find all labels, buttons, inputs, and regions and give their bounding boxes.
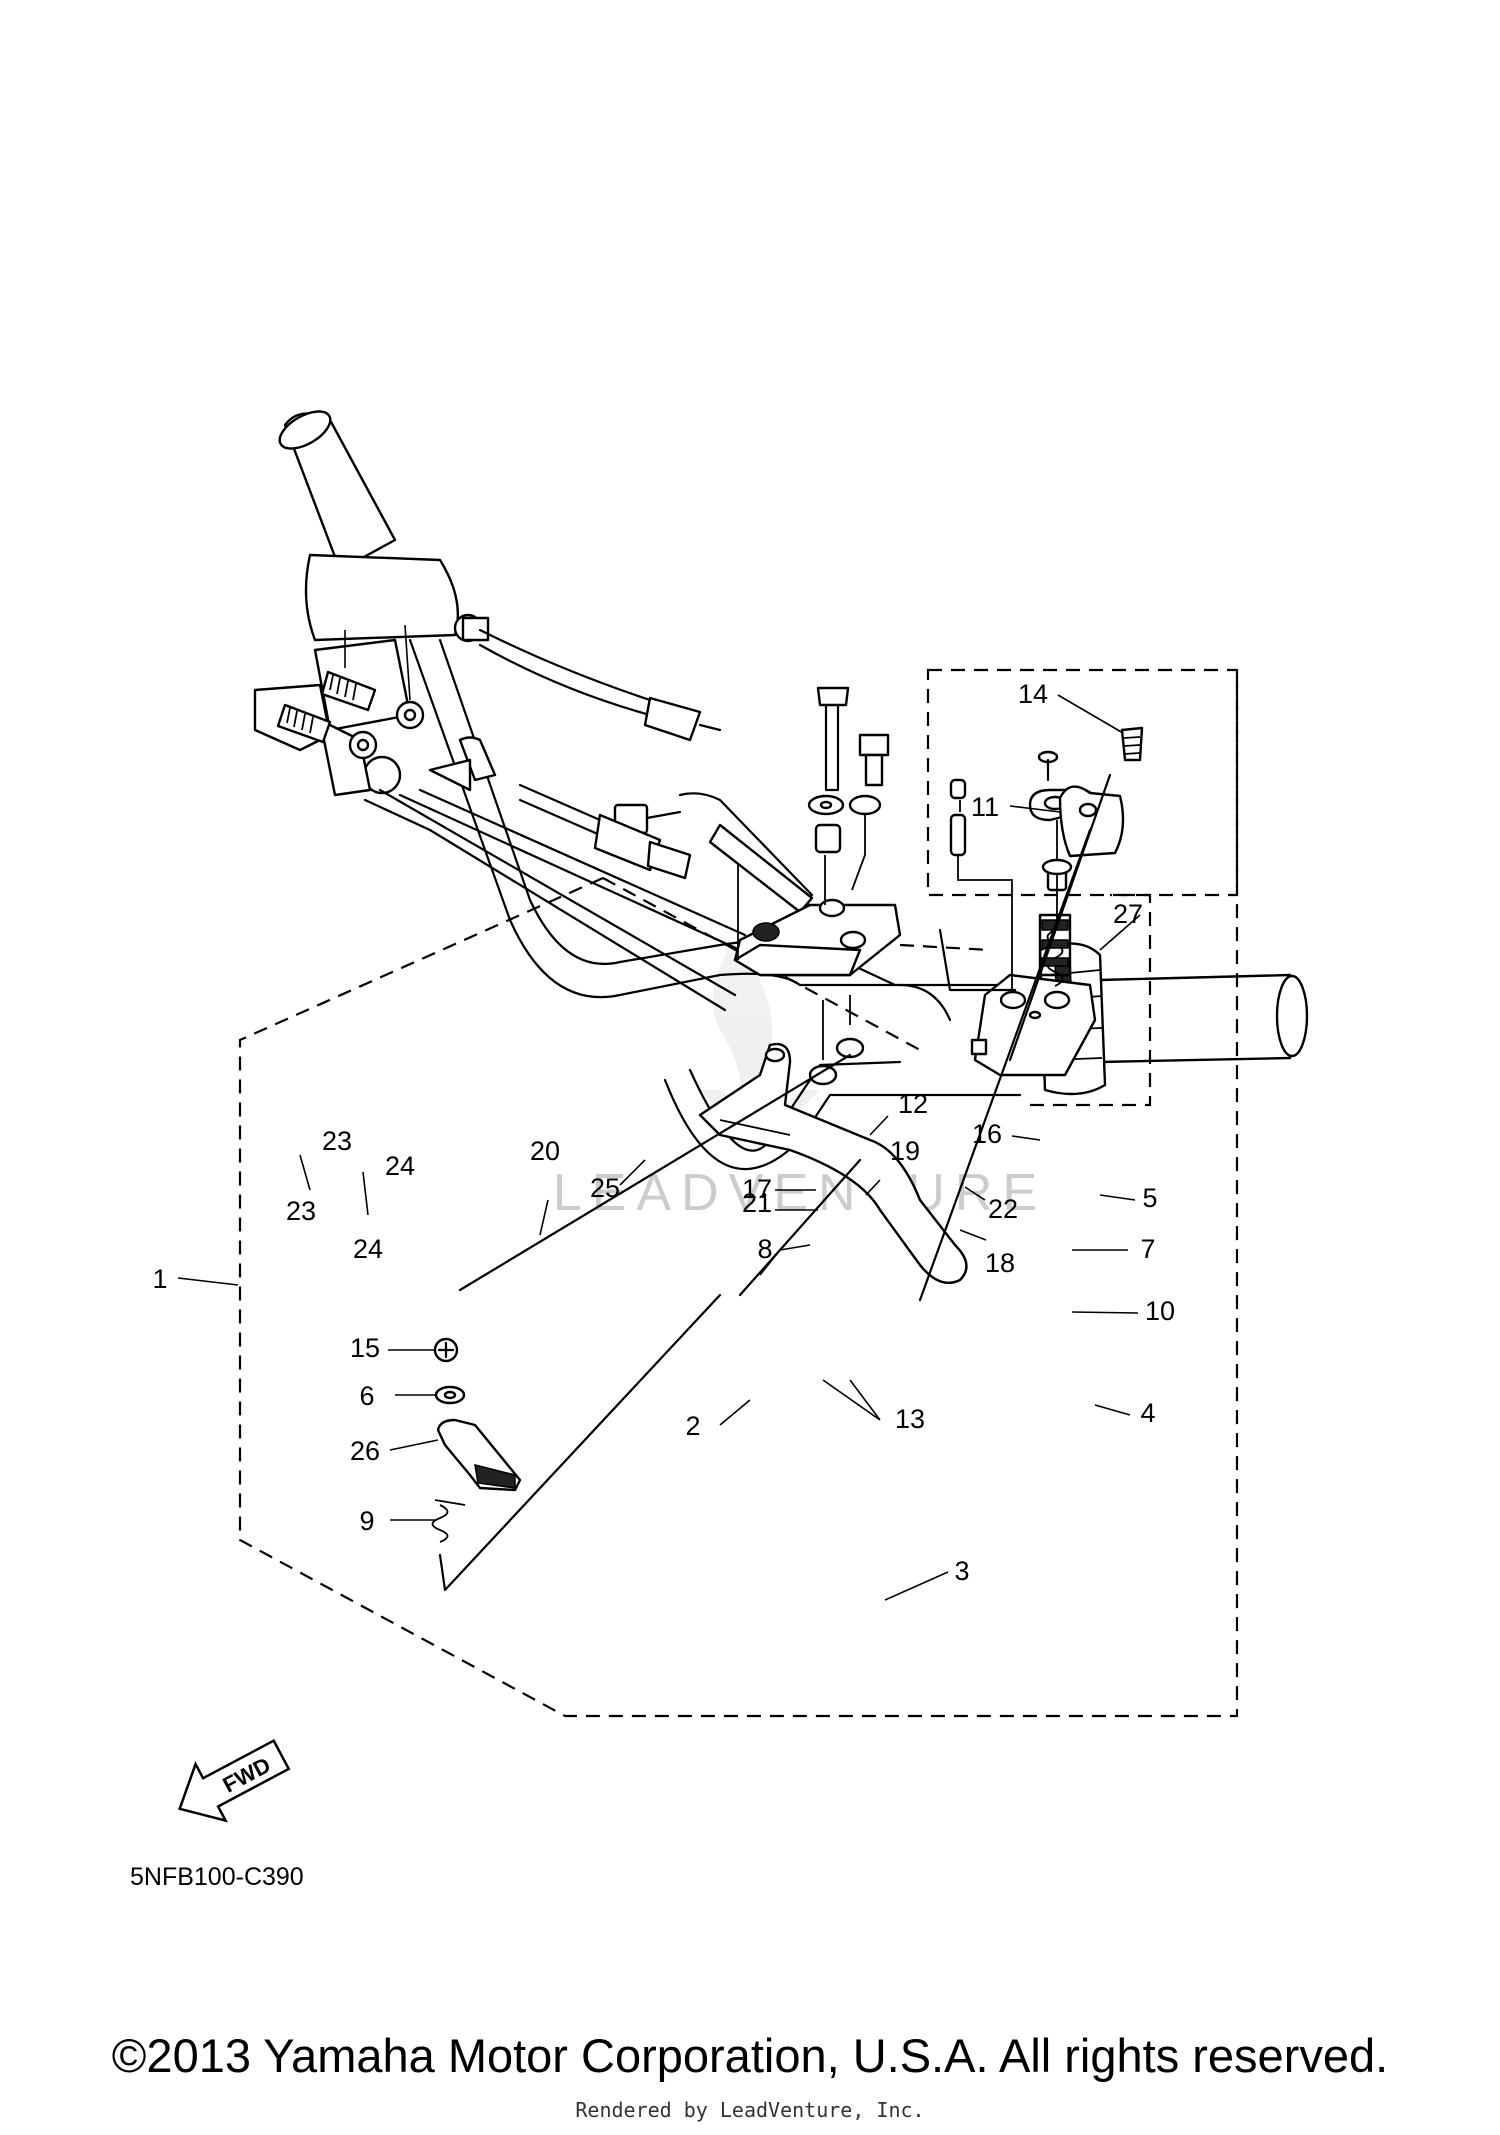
dashed-box-cap [926,668,1239,897]
callout-26: 26 [350,1436,380,1466]
callout-10: 10 [1145,1296,1175,1326]
adjuster-23-lower [276,703,332,744]
adjuster-23-upper [320,670,377,712]
rendered-by-notice: Rendered by LeadVenture, Inc. [575,2098,925,2122]
lever-assembly [276,616,1144,1592]
callout-14: 14 [1018,679,1048,709]
callout-15: 15 [350,1333,380,1363]
callout-22: 22 [988,1194,1018,1224]
callout-13: 13 [895,1404,925,1434]
callout-8: 8 [757,1234,772,1264]
callout-21: 21 [742,1188,772,1218]
fwd-arrow-icon: FWD [178,1738,291,1823]
callout-25: 25 [590,1173,620,1203]
callout-1: 1 [152,1264,167,1294]
callout-4: 4 [1140,1398,1155,1428]
callout-24-upper: 24 [385,1151,415,1181]
callout-16: 16 [972,1119,1002,1149]
callout-20: 20 [530,1136,560,1166]
callout-12: 12 [898,1089,928,1119]
callout-9: 9 [359,1506,374,1536]
callout-23-upper: 23 [322,1126,352,1156]
callout-7: 7 [1140,1234,1155,1264]
callout-11: 11 [971,792,999,822]
dashed-box-switch [1030,893,1152,1107]
callout-24-lower: 24 [353,1234,383,1264]
callout-3: 3 [954,1556,969,1586]
diagram-code: 5NFB100-C390 [130,1863,304,1891]
callouts: 1 2 3 4 5 6 7 8 9 10 11 12 13 14 15 16 1… [152,679,1175,1586]
callout-6: 6 [359,1381,374,1411]
copyright-notice: ©2013 Yamaha Motor Corporation, U.S.A. A… [111,2029,1389,2082]
callout-17: 17 [742,1174,772,1204]
callout-23-lower: 23 [286,1196,316,1226]
leader-lines [177,624,1141,1601]
callout-19: 19 [890,1136,920,1166]
callout-2: 2 [685,1411,700,1441]
dashed-box-lever-assembly [238,670,1239,1718]
callout-27: 27 [1113,899,1143,929]
callout-18: 18 [985,1248,1015,1278]
callout-5: 5 [1142,1183,1157,1213]
watermark-text: LEADVENTURE [553,1164,1047,1222]
